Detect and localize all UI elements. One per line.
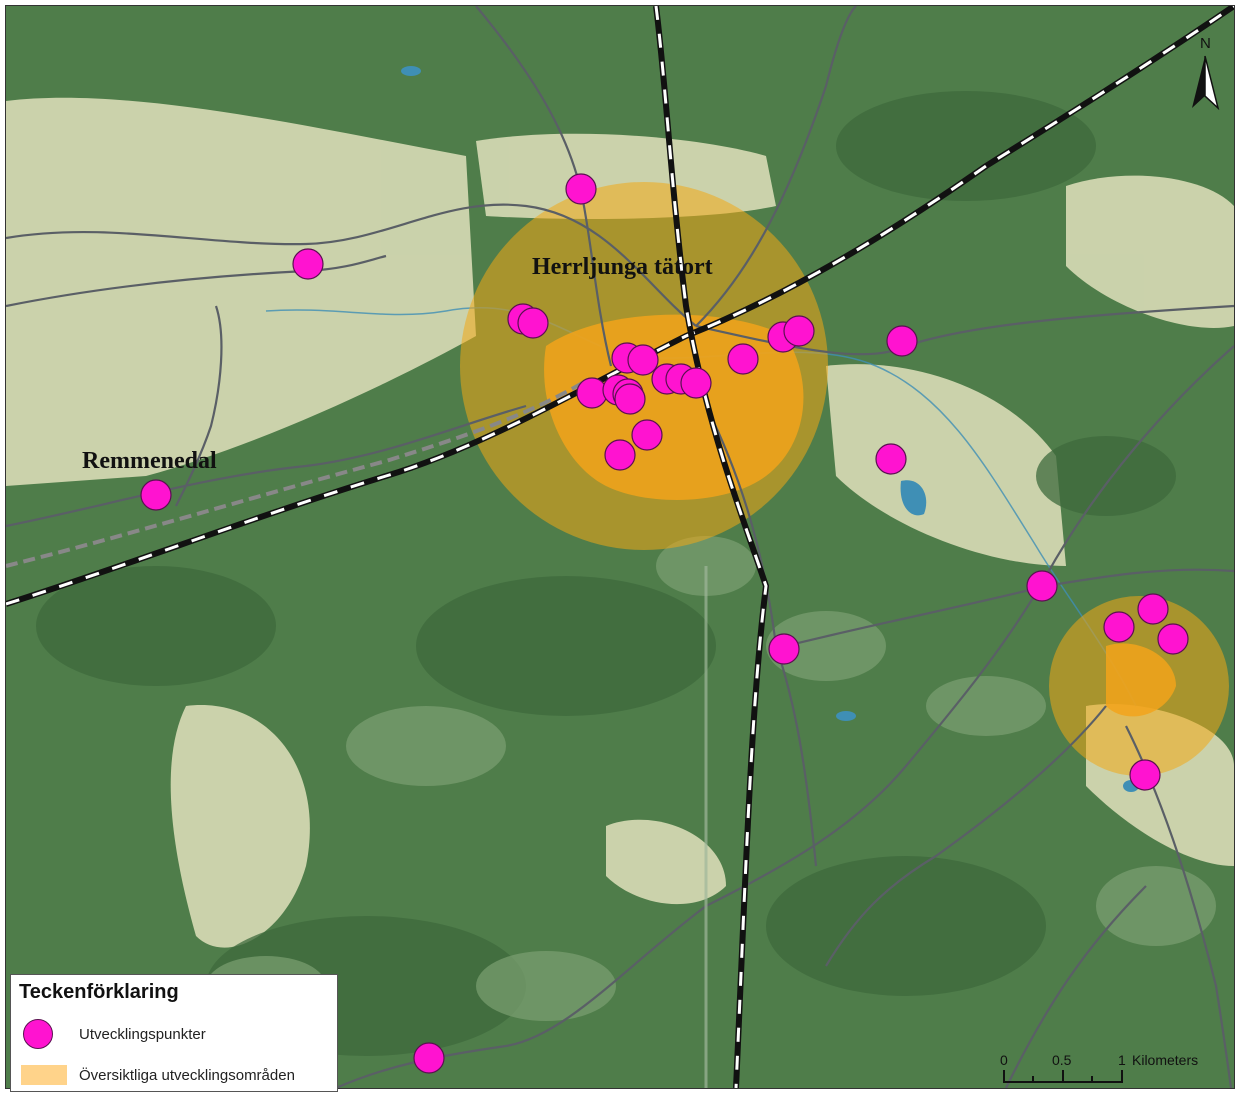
development-point[interactable]: [1137, 593, 1169, 625]
development-point[interactable]: [631, 419, 663, 451]
development-point[interactable]: [783, 315, 815, 347]
development-point[interactable]: [1129, 759, 1161, 791]
development-point[interactable]: [627, 344, 659, 376]
development-point[interactable]: [604, 439, 636, 471]
place-label-remmenedal: Remmenedal: [82, 448, 217, 474]
development-point[interactable]: [140, 479, 172, 511]
development-point[interactable]: [680, 367, 712, 399]
scale-unit: Kilometers: [1132, 1052, 1199, 1068]
legend-title: Teckenförklaring: [19, 981, 179, 1003]
scale-tick-zero: 0: [1000, 1052, 1008, 1068]
north-label: N: [1200, 35, 1211, 52]
legend-item-development-points: Utvecklingspunkter: [11, 1019, 337, 1049]
development-point[interactable]: [576, 377, 608, 409]
development-point-swatch-icon: [23, 1019, 53, 1049]
scale-tick-one: 1: [1118, 1052, 1126, 1068]
development-point[interactable]: [727, 343, 759, 375]
legend-panel: Teckenförklaring Utvecklingspunkter Över…: [10, 974, 338, 1092]
place-label-herrljunga: Herrljunga tätort: [532, 254, 713, 280]
development-point[interactable]: [517, 307, 549, 339]
water-bodies: [401, 66, 1139, 792]
railways: [6, 6, 1234, 1088]
development-point[interactable]: [875, 443, 907, 475]
legend-item-label: Utvecklingspunkter: [79, 1026, 206, 1043]
development-point[interactable]: [1026, 570, 1058, 602]
development-area-swatch-icon: [21, 1065, 67, 1085]
development-point[interactable]: [886, 325, 918, 357]
development-point[interactable]: [614, 383, 646, 415]
development-points-layer: [140, 173, 1189, 1074]
north-arrow-icon: [1192, 55, 1220, 110]
map-canvas[interactable]: [6, 6, 1234, 1088]
scale-tick-half: 0.5: [1052, 1052, 1072, 1068]
development-point[interactable]: [1157, 623, 1189, 655]
development-point[interactable]: [1103, 611, 1135, 643]
legend-item-development-areas: Översiktliga utvecklingsområden: [11, 1061, 337, 1089]
legend-item-label: Översiktliga utvecklingsområden: [79, 1067, 295, 1084]
light-forest: [206, 536, 1216, 1021]
development-point[interactable]: [413, 1042, 445, 1074]
development-point[interactable]: [565, 173, 597, 205]
development-point[interactable]: [768, 633, 800, 665]
map-frame: [5, 5, 1235, 1089]
development-point[interactable]: [292, 248, 324, 280]
scale-bar: [1003, 1070, 1123, 1083]
